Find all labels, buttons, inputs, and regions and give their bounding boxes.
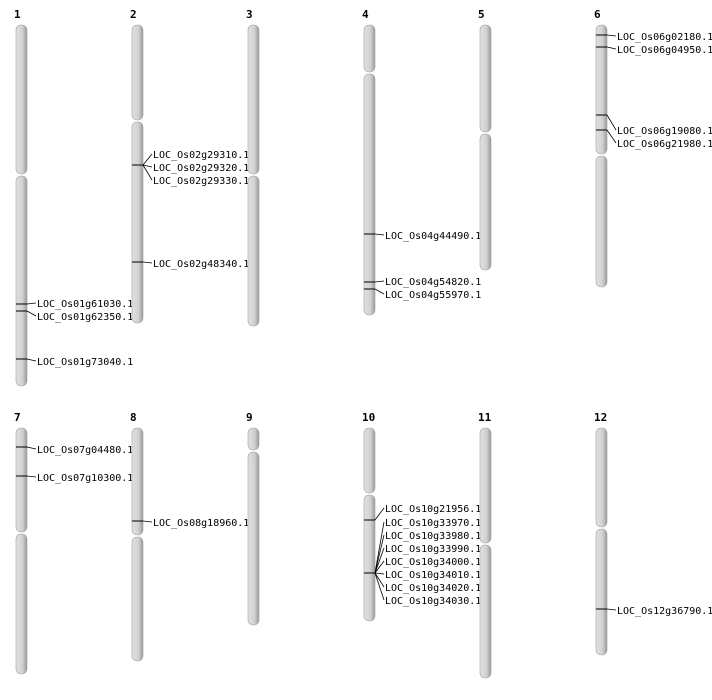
chromosome-arm-short <box>363 427 376 494</box>
chromosome-arm-long <box>595 155 608 288</box>
chromosome-arm-short <box>131 427 144 536</box>
gene-label: LOC_Os04g44490.1 <box>385 231 481 242</box>
gene-label: LOC_Os07g04480.1 <box>37 445 133 456</box>
gene-connector <box>26 358 37 362</box>
gene-label: LOC_Os06g21980.1 <box>617 139 712 150</box>
gene-connector <box>374 288 385 295</box>
gene-connector <box>26 310 37 317</box>
gene-label: LOC_Os06g19080.1 <box>617 126 712 137</box>
gene-connector <box>142 153 153 166</box>
gene-label: LOC_Os02g29320.1 <box>153 163 249 174</box>
chromosome-arm-long <box>479 133 492 271</box>
chromosome-arm-long <box>247 451 260 626</box>
gene-connector <box>374 507 385 521</box>
gene-label: LOC_Os06g04950.1 <box>617 45 712 56</box>
gene-label: LOC_Os10g33990.1 <box>385 544 481 555</box>
gene-label: LOC_Os02g29310.1 <box>153 150 249 161</box>
gene-label: LOC_Os10g34020.1 <box>385 583 481 594</box>
chromosome-arm-long <box>363 494 376 622</box>
gene-label: LOC_Os04g55970.1 <box>385 290 481 301</box>
chromosome-arm-short <box>247 24 260 175</box>
gene-label: LOC_Os10g33970.1 <box>385 518 481 529</box>
gene-label: LOC_Os02g29330.1 <box>153 176 249 187</box>
gene-label: LOC_Os10g21956.1 <box>385 504 481 515</box>
gene-connector <box>374 547 385 574</box>
chromosome-number: 7 <box>14 411 21 424</box>
chromosome-arm-long <box>479 544 492 679</box>
gene-label: LOC_Os07g10300.1 <box>37 473 133 484</box>
gene-connector <box>374 572 385 575</box>
chromosome-arm-short <box>363 24 376 73</box>
gene-label: LOC_Os04g54820.1 <box>385 277 481 288</box>
chromosome-number: 12 <box>594 411 607 424</box>
gene-label: LOC_Os01g61030.1 <box>37 299 133 310</box>
gene-connector <box>374 521 385 574</box>
chromosome-arm-short <box>479 24 492 133</box>
chromosome-number: 3 <box>246 8 253 21</box>
gene-connector <box>142 164 153 168</box>
gene-label: LOC_Os12g36790.1 <box>617 606 712 617</box>
gene-connector <box>606 608 617 611</box>
chromosome-arm-long <box>247 175 260 327</box>
chromosome-number: 2 <box>130 8 137 21</box>
gene-connector <box>374 572 385 588</box>
gene-label: LOC_Os01g62350.1 <box>37 312 133 323</box>
chromosome-arm-short <box>131 24 144 121</box>
gene-connector <box>606 129 617 144</box>
chromosome-number: 10 <box>362 411 375 424</box>
gene-connector <box>26 475 37 478</box>
chromosome-arm-short <box>247 427 260 451</box>
chromosome-number: 1 <box>14 8 21 21</box>
gene-label: LOC_Os08g18960.1 <box>153 518 249 529</box>
gene-connector <box>374 572 385 601</box>
chromosome-arm-short <box>595 427 608 528</box>
chromosome-arm-long <box>15 533 28 675</box>
gene-connector <box>26 302 37 305</box>
chromosome-arm-short <box>595 24 608 155</box>
chromosome-arm-short <box>15 24 28 175</box>
gene-label: LOC_Os10g34000.1 <box>385 557 481 568</box>
gene-connector <box>374 534 385 574</box>
gene-connector <box>606 34 617 37</box>
gene-label: LOC_Os10g33980.1 <box>385 531 481 542</box>
gene-connector <box>374 233 385 236</box>
gene-connector <box>606 46 617 50</box>
gene-label: LOC_Os10g34010.1 <box>385 570 481 581</box>
gene-connector <box>374 560 385 574</box>
chromosome-arm-short <box>479 427 492 544</box>
chromosome-arm-long <box>363 73 376 316</box>
gene-connector <box>142 261 153 264</box>
chromosome-arm-long <box>15 175 28 387</box>
chromosome-number: 4 <box>362 8 369 21</box>
gene-label: LOC_Os10g34030.1 <box>385 596 481 607</box>
gene-connector <box>606 114 617 131</box>
gene-connector <box>374 280 385 283</box>
chromosome-number: 9 <box>246 411 253 424</box>
gene-connector <box>26 446 37 450</box>
chromosome-arm-short <box>15 427 28 533</box>
chromosome-number: 6 <box>594 8 601 21</box>
chromosome-number: 8 <box>130 411 137 424</box>
chromosome-arm-long <box>131 536 144 662</box>
chromosome-number: 5 <box>478 8 485 21</box>
gene-connector <box>142 520 153 523</box>
gene-connector <box>142 164 153 181</box>
gene-label: LOC_Os01g73040.1 <box>37 357 133 368</box>
chromosome-arm-long <box>131 121 144 324</box>
gene-label: LOC_Os02g48340.1 <box>153 259 249 270</box>
chromosome-arm-long <box>595 528 608 656</box>
gene-label: LOC_Os06g02180.1 <box>617 32 712 43</box>
chromosome-number: 11 <box>478 411 492 424</box>
